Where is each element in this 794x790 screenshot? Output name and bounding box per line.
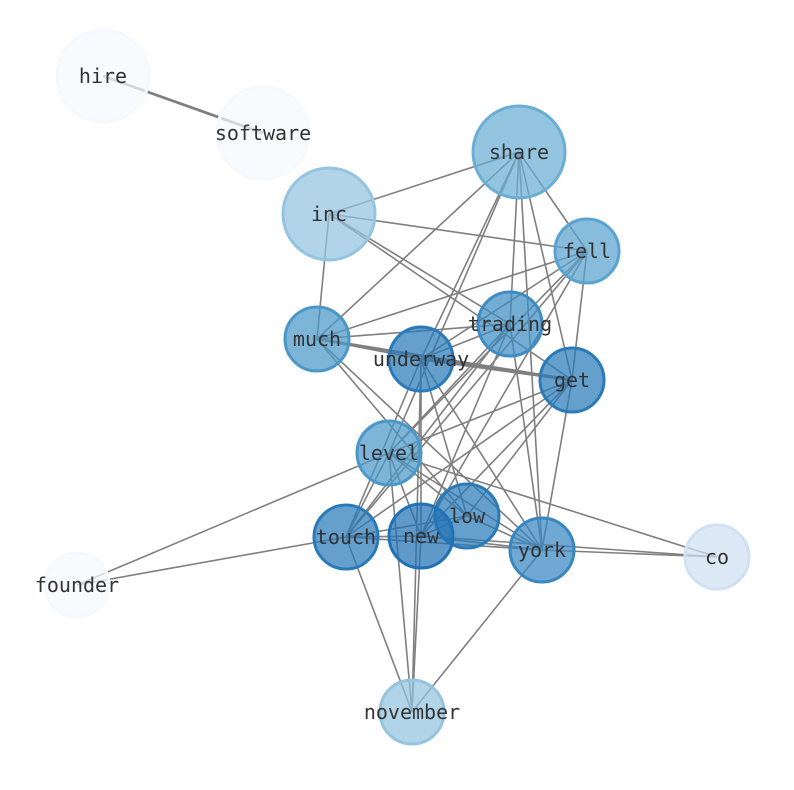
node-much: much — [283, 305, 351, 373]
node-fell: fell — [553, 217, 621, 285]
node-inc: inc — [281, 166, 377, 262]
node-circle-november — [378, 678, 446, 746]
node-circle-underway — [387, 325, 455, 393]
node-label-inc: inc — [311, 202, 347, 226]
edge-fell-much — [316, 250, 588, 340]
node-circle-touch — [312, 503, 380, 571]
node-underway: underway — [373, 325, 469, 393]
node-label-software: software — [215, 121, 311, 145]
node-label-trading: trading — [468, 312, 552, 336]
node-hire: hire — [55, 28, 151, 124]
node-circle-founder — [43, 551, 111, 619]
edge-touch-founder — [76, 536, 347, 586]
node-circle-get — [538, 346, 606, 414]
edge-level-founder — [76, 452, 390, 586]
node-circle-inc — [281, 166, 377, 262]
node-new: new — [387, 502, 455, 570]
node-label-fell: fell — [563, 239, 611, 263]
node-york: york — [508, 516, 576, 584]
node-circle-york — [508, 516, 576, 584]
node-share: share — [471, 104, 567, 200]
node-circle-hire — [55, 28, 151, 124]
edge-layer — [76, 74, 718, 713]
node-founder: founder — [35, 551, 119, 619]
node-circle-much — [283, 305, 351, 373]
node-level: level — [355, 419, 423, 487]
edge-share-level — [388, 151, 520, 454]
node-label-co: co — [705, 545, 729, 569]
node-label-founder: founder — [35, 573, 119, 597]
node-software: software — [215, 85, 311, 181]
node-layer: hire software share inc fell trading much under… — [35, 28, 751, 746]
edge-york-november — [411, 549, 543, 713]
node-label-new: new — [403, 524, 440, 548]
node-trading: trading — [468, 290, 552, 358]
edge-trading-touch — [345, 323, 511, 538]
edge-get-touch — [345, 379, 573, 538]
node-november: november — [364, 678, 460, 746]
node-label-touch: touch — [316, 525, 376, 549]
node-circle-new — [387, 502, 455, 570]
node-label-underway: underway — [373, 347, 469, 371]
node-circle-co — [683, 523, 751, 591]
edge-underway-york — [420, 358, 543, 551]
node-circle-software — [215, 85, 311, 181]
node-co: co — [683, 523, 751, 591]
edge-fell-touch — [345, 250, 588, 538]
node-label-level: level — [359, 441, 419, 465]
node-circle-trading — [476, 290, 544, 358]
edge-trading-york — [509, 323, 543, 551]
node-label-low: low — [449, 504, 486, 528]
edge-level-november — [388, 452, 413, 713]
node-get: get — [538, 346, 606, 414]
node-label-share: share — [489, 140, 549, 164]
node-label-november: november — [364, 700, 460, 724]
node-label-hire: hire — [79, 64, 127, 88]
node-touch: touch — [312, 503, 380, 571]
node-label-much: much — [293, 327, 341, 351]
node-label-york: york — [518, 538, 566, 562]
edge-inc-get — [328, 213, 573, 381]
edge-level-co — [388, 452, 718, 558]
edge-much-york — [316, 338, 543, 551]
node-circle-share — [471, 104, 567, 200]
node-label-get: get — [554, 368, 590, 392]
node-circle-fell — [553, 217, 621, 285]
node-circle-level — [355, 419, 423, 487]
